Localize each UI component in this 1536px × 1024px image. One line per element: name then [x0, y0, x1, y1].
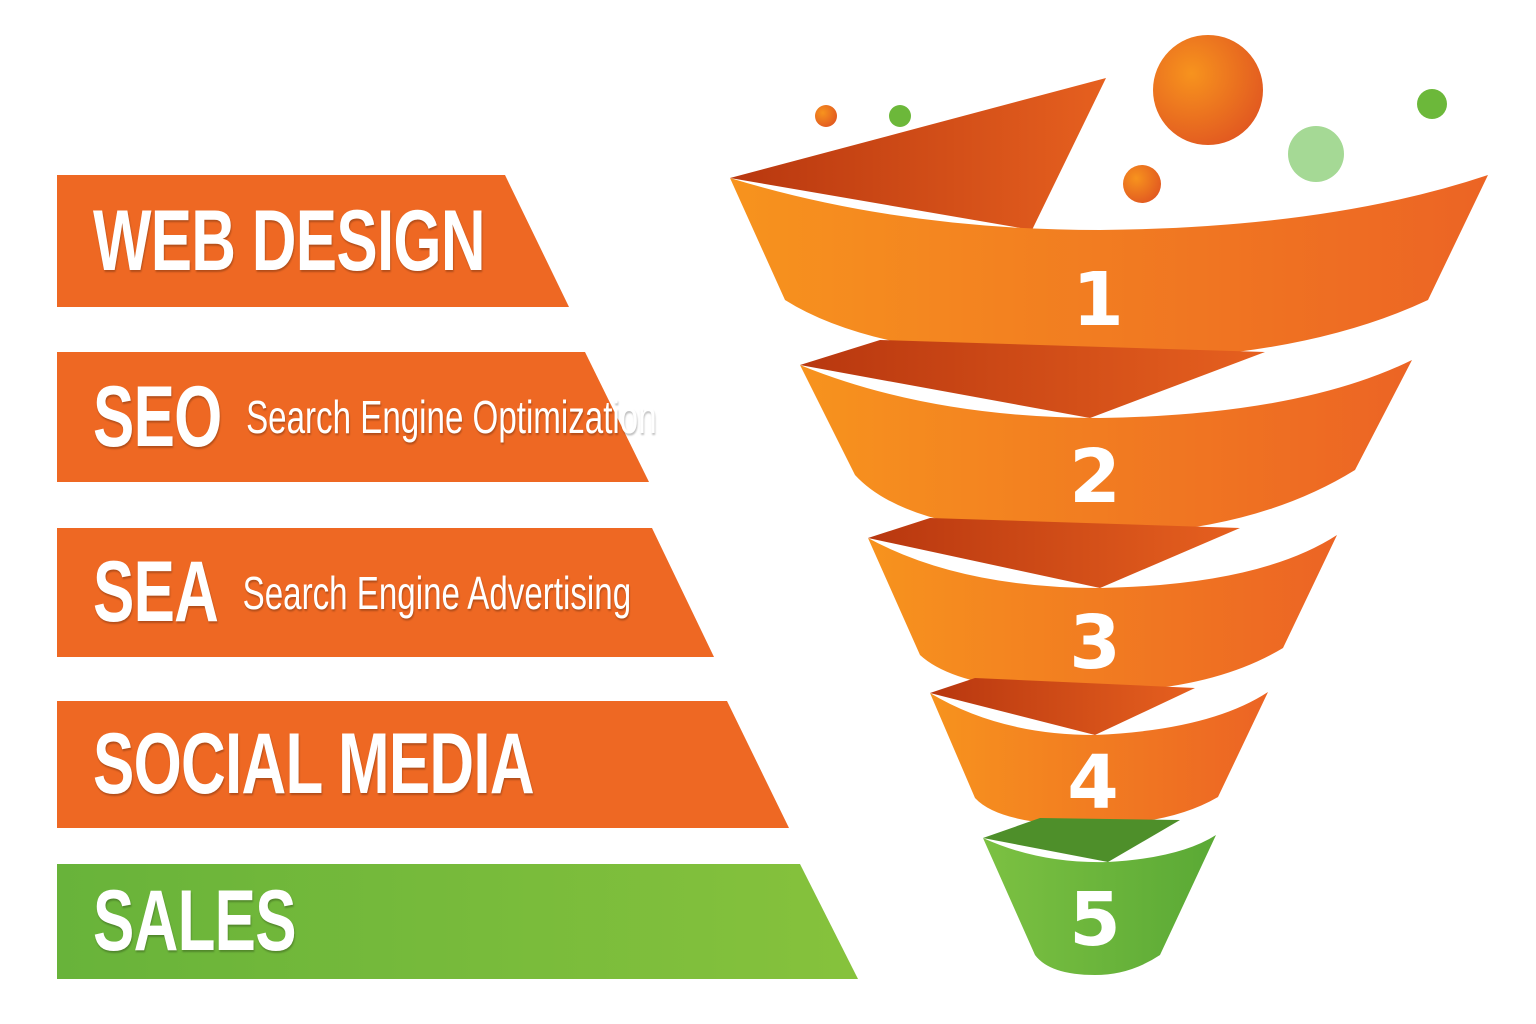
stage-banner-sea: SEA Search Engine Advertising: [57, 528, 714, 657]
stage-number: 3: [1069, 600, 1121, 686]
funnel-band-1: 1: [730, 78, 1488, 360]
funnel-band-4: 4: [930, 678, 1268, 826]
stage-banner-sales: SALES: [57, 864, 858, 979]
funnel-band-5: 5: [983, 818, 1216, 975]
stage-title: WEB DESIGN: [93, 192, 486, 289]
stage-number: 4: [1067, 740, 1119, 826]
stage-banner-seo: SEO Search Engine Optimization: [57, 352, 657, 482]
stage-subtitle: Search Engine Advertising: [242, 566, 632, 619]
dot-icon: [1417, 89, 1447, 119]
stage-number: 1: [1072, 257, 1124, 343]
stage-title: SEO: [93, 368, 222, 465]
stage-subtitle: Search Engine Optimization: [246, 391, 657, 443]
stage-banner-web-design: WEB DESIGN: [57, 175, 569, 307]
dot-icon: [889, 105, 911, 127]
dot-icon: [1288, 126, 1344, 182]
funnel-band-3: 3: [868, 518, 1337, 692]
funnel-band-2: 2: [800, 340, 1412, 535]
dot-icon: [1123, 165, 1161, 203]
stage-number: 2: [1069, 434, 1121, 520]
stage-title: SALES: [93, 873, 297, 969]
dot-icon: [815, 105, 837, 127]
stage-title: SEA: [93, 544, 219, 640]
ball-icon: [1153, 35, 1263, 145]
stage-title: SOCIAL MEDIA: [93, 716, 535, 812]
stage-number: 5: [1069, 877, 1121, 963]
stage-banner-social-media: SOCIAL MEDIA: [57, 701, 789, 828]
